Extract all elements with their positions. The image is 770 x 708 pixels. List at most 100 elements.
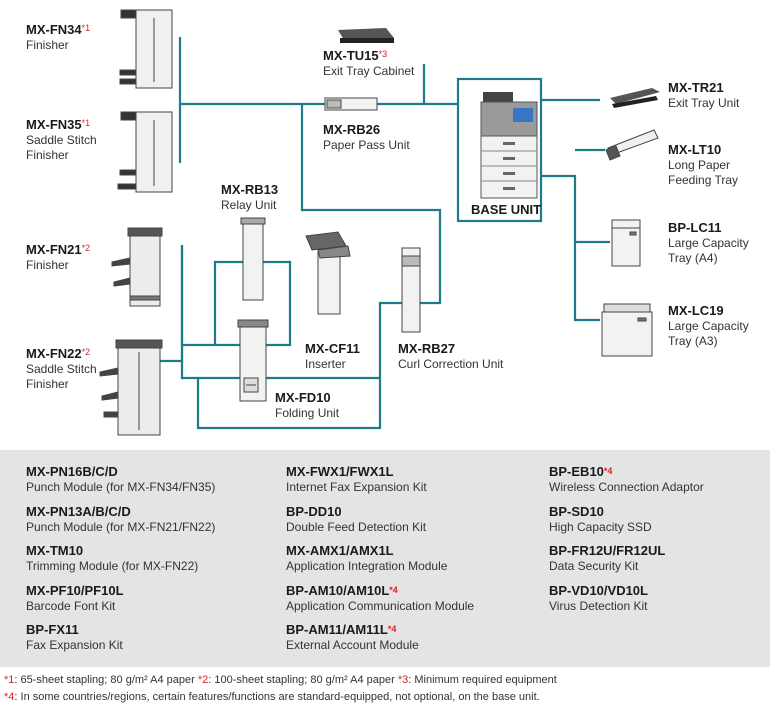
option-mark: *4 — [389, 584, 398, 595]
option-mark: *4 — [603, 466, 613, 476]
configuration-diagram: BASE UNIT MX-FN34*1 Finisher MX-FN35*1 S… — [26, 9, 749, 436]
large-capacity-tray-a4-icon — [611, 219, 641, 267]
footnote-mark: *3 — [397, 674, 409, 686]
option-code: MX-PN13A/B/C/D — [26, 503, 131, 519]
fn35-mark: *1 — [81, 118, 91, 128]
cf11-code: MX-CF11 — [305, 341, 360, 356]
option-code-text: MX-AMX1/AMX1L — [286, 543, 394, 558]
option-code: BP-AM10/AM10L*4 — [286, 583, 474, 599]
lt10-label: MX-LT10 Long Paper Feeding Tray — [668, 142, 738, 188]
option-desc: Data Security Kit — [549, 559, 639, 573]
option-desc: External Account Module — [286, 638, 419, 652]
inserter-icon — [305, 231, 351, 315]
option-desc: Application Communication Module — [286, 598, 475, 613]
tu15-mark: *3 — [378, 49, 388, 59]
fn22-desc-1: Saddle Stitch — [26, 362, 97, 376]
option-desc: Wireless Connection Adaptor — [549, 480, 704, 494]
fn35-desc-1: Saddle Stitch — [26, 133, 97, 147]
lc11-code: BP-LC11 — [668, 220, 722, 235]
lc19-desc-2: Tray (A3) — [668, 334, 718, 348]
curl-correction-unit-icon — [401, 247, 421, 333]
base-unit-machine-icon — [480, 92, 538, 199]
lc19-code: MX-LC19 — [668, 303, 724, 318]
fn21-label: MX-FN21*2 Finisher — [26, 242, 90, 273]
footnote-mark: *4 — [4, 691, 15, 703]
option-code-text: MX-FWX1/FWX1L — [286, 464, 394, 479]
tr21-label: MX-TR21 Exit Tray Unit — [668, 80, 739, 111]
lc19-desc-1: Large Capacity — [668, 319, 749, 333]
option-desc: Fax Expansion Kit — [26, 638, 123, 652]
cf11-label: MX-CF11 Inserter — [305, 341, 360, 372]
footnote-text: : Minimum required equipment — [408, 674, 557, 686]
finisher-fn22-icon — [99, 339, 163, 436]
diagram-graphics — [99, 9, 660, 436]
fn22-desc-2: Finisher — [26, 377, 69, 391]
option-code: BP-EB10*4 — [549, 464, 704, 480]
option-desc: Internet Fax Expansion Kit — [286, 480, 427, 494]
rb13-code: MX-RB13 — [221, 182, 279, 197]
tr21-desc: Exit Tray Unit — [668, 96, 740, 110]
fd10-desc: Folding Unit — [275, 406, 340, 420]
fn22-code: MX-FN22 — [26, 346, 82, 361]
lt10-desc-2: Feeding Tray — [668, 173, 739, 187]
finisher-fn21-icon — [111, 227, 163, 307]
option-desc: Punch Module (for MX-FN34/FN35) — [26, 480, 216, 494]
option-code: BP-DD10 — [286, 504, 474, 520]
footnote-text: : In some countries/regions, certain fea… — [14, 691, 540, 703]
footnote-text: : 100-sheet stapling; 80 g/m² A4 paper — [208, 674, 398, 686]
option-code-text: BP-DD10 — [286, 503, 342, 519]
rb27-code: MX-RB27 — [398, 341, 456, 356]
paper-pass-unit-icon — [324, 97, 378, 111]
fn34-desc: Finisher — [26, 38, 69, 52]
tu15-code: MX-TU15 — [323, 48, 379, 63]
base-unit-frame — [456, 77, 543, 223]
rb26-desc: Paper Pass Unit — [323, 138, 410, 152]
option-desc: Application Integration Module — [286, 559, 448, 573]
lt10-desc-1: Long Paper — [668, 158, 731, 172]
option-code: BP-FR12U/FR12UL — [549, 543, 666, 558]
tr21-code: MX-TR21 — [668, 80, 724, 95]
option-desc: Trimming Module (for MX-FN22) — [26, 559, 199, 573]
option-code: MX-FWX1/FWX1L — [286, 464, 474, 480]
relay-unit-icon — [240, 217, 266, 301]
fn34-mark: *1 — [81, 23, 91, 33]
fn34-code: MX-FN34 — [26, 22, 82, 37]
fd10-label: MX-FD10 Folding Unit — [275, 390, 339, 421]
rb26-label: MX-RB26 Paper Pass Unit — [323, 122, 410, 153]
fd10-code: MX-FD10 — [275, 390, 331, 405]
option-code: BP-VD10/VD10L — [549, 582, 648, 598]
option-code: BP-SD10 — [549, 503, 604, 519]
fn35-desc-2: Finisher — [26, 148, 69, 162]
option-code: BP-AM11/AM11L*4 — [286, 622, 474, 638]
base-unit-label: BASE UNIT — [471, 202, 542, 217]
fn35-code: MX-FN35 — [26, 117, 82, 132]
finisher-fn34-icon — [119, 9, 173, 89]
option-code-text: BP-AM10/AM10L — [286, 582, 390, 598]
tu15-label: MX-TU15*3 Exit Tray Cabinet — [323, 48, 414, 79]
large-capacity-tray-a3-icon — [601, 303, 653, 357]
footnote-text: : 65-sheet stapling; 80 g/m² A4 paper — [14, 674, 198, 686]
fn21-desc: Finisher — [26, 258, 69, 272]
option-code: MX-AMX1/AMX1L — [286, 543, 474, 559]
footnotes: *1: 65-sheet stapling; 80 g/m² A4 paper … — [4, 672, 557, 706]
option-desc: Virus Detection Kit — [549, 598, 648, 613]
long-paper-feeding-tray-icon — [605, 129, 659, 161]
finisher-fn35-icon — [117, 111, 173, 193]
fn21-mark: *2 — [81, 243, 91, 253]
option-desc: Barcode Font Kit — [26, 598, 116, 613]
